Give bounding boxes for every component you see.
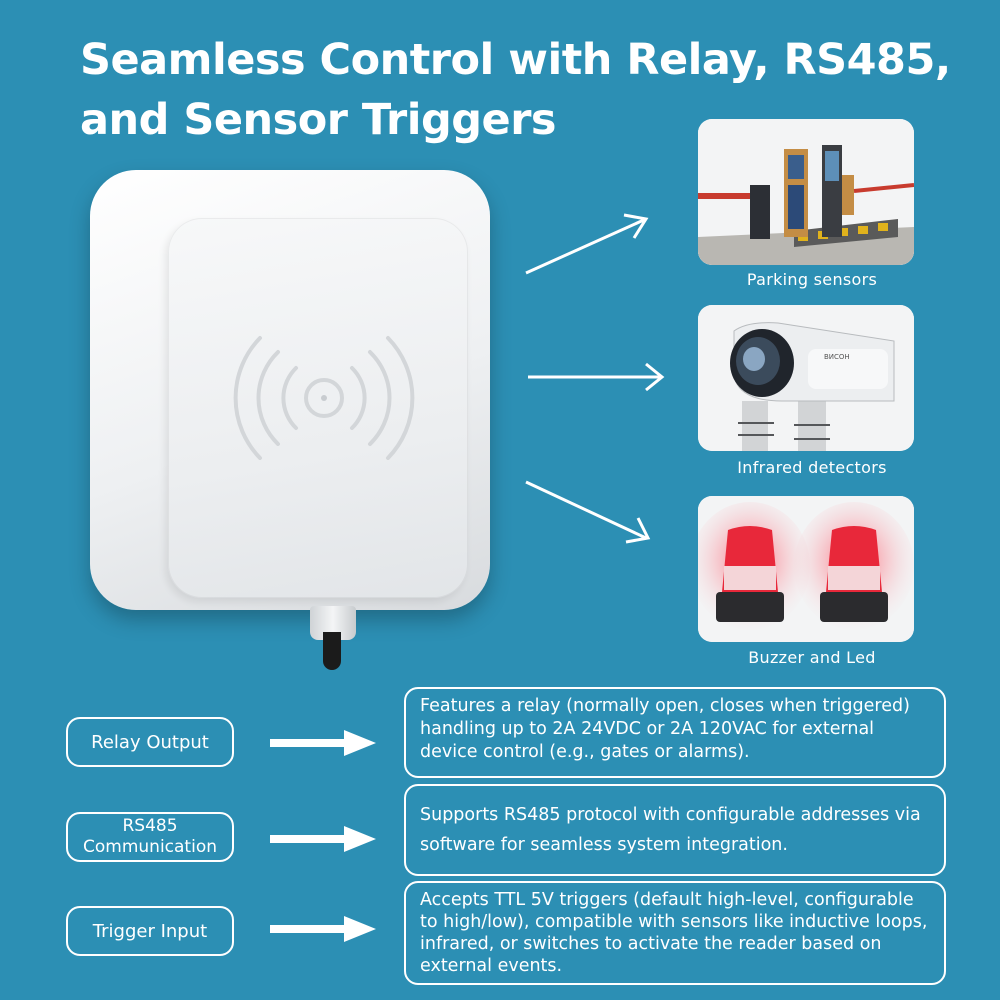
feature-name: Trigger Input — [92, 920, 208, 942]
feature-name: Relay Output — [91, 731, 209, 753]
arrow-to-infrared-icon — [528, 362, 665, 392]
warning-light-image — [698, 496, 914, 642]
feature-relay-output: Relay Output — [66, 717, 234, 767]
reader-front-panel — [168, 218, 468, 598]
arrow-to-parking-icon — [525, 213, 649, 275]
arrow-right-icon — [270, 730, 376, 756]
description-text: Accepts TTL 5V triggers (default high-le… — [420, 890, 928, 976]
title-line-2: and Sensor Triggers — [80, 95, 557, 145]
arrow-right-icon — [270, 826, 376, 852]
application-label: Infrared detectors — [737, 458, 887, 477]
title-line-1: Seamless Control with Relay, RS485, — [80, 35, 951, 85]
application-label: Buzzer and Led — [748, 648, 876, 667]
feature-description: Supports RS485 protocol with configurabl… — [404, 784, 946, 876]
feature-trigger-input: Trigger Input — [66, 906, 234, 956]
application-label: Parking sensors — [746, 270, 878, 289]
description-text: Supports RS485 protocol with configurabl… — [420, 805, 921, 855]
description-text: Features a relay (normally open, closes … — [420, 696, 910, 762]
feature-description: Features a relay (normally open, closes … — [404, 687, 946, 778]
arrow-right-icon — [270, 916, 376, 942]
parking-gate-image — [698, 119, 914, 265]
arrow-to-buzzer-icon — [525, 480, 651, 544]
svg-text:ВИCОН: ВИCОН — [824, 353, 850, 361]
feature-description: Accepts TTL 5V triggers (default high-le… — [404, 881, 946, 985]
reader-housing — [90, 170, 490, 610]
rfid-reader-image — [90, 170, 510, 670]
feature-rs485-communication: RS485 Communication — [66, 812, 234, 862]
cable — [323, 632, 341, 670]
page-title: Seamless Control with Relay, RS485, and … — [80, 30, 960, 150]
feature-name: RS485 Communication — [83, 816, 217, 858]
rfid-waves-icon — [233, 336, 415, 460]
feature-name-line-2: Communication — [83, 837, 217, 857]
camera-image: ВИCОН — [698, 305, 914, 451]
feature-name-line-1: RS485 — [122, 816, 178, 836]
